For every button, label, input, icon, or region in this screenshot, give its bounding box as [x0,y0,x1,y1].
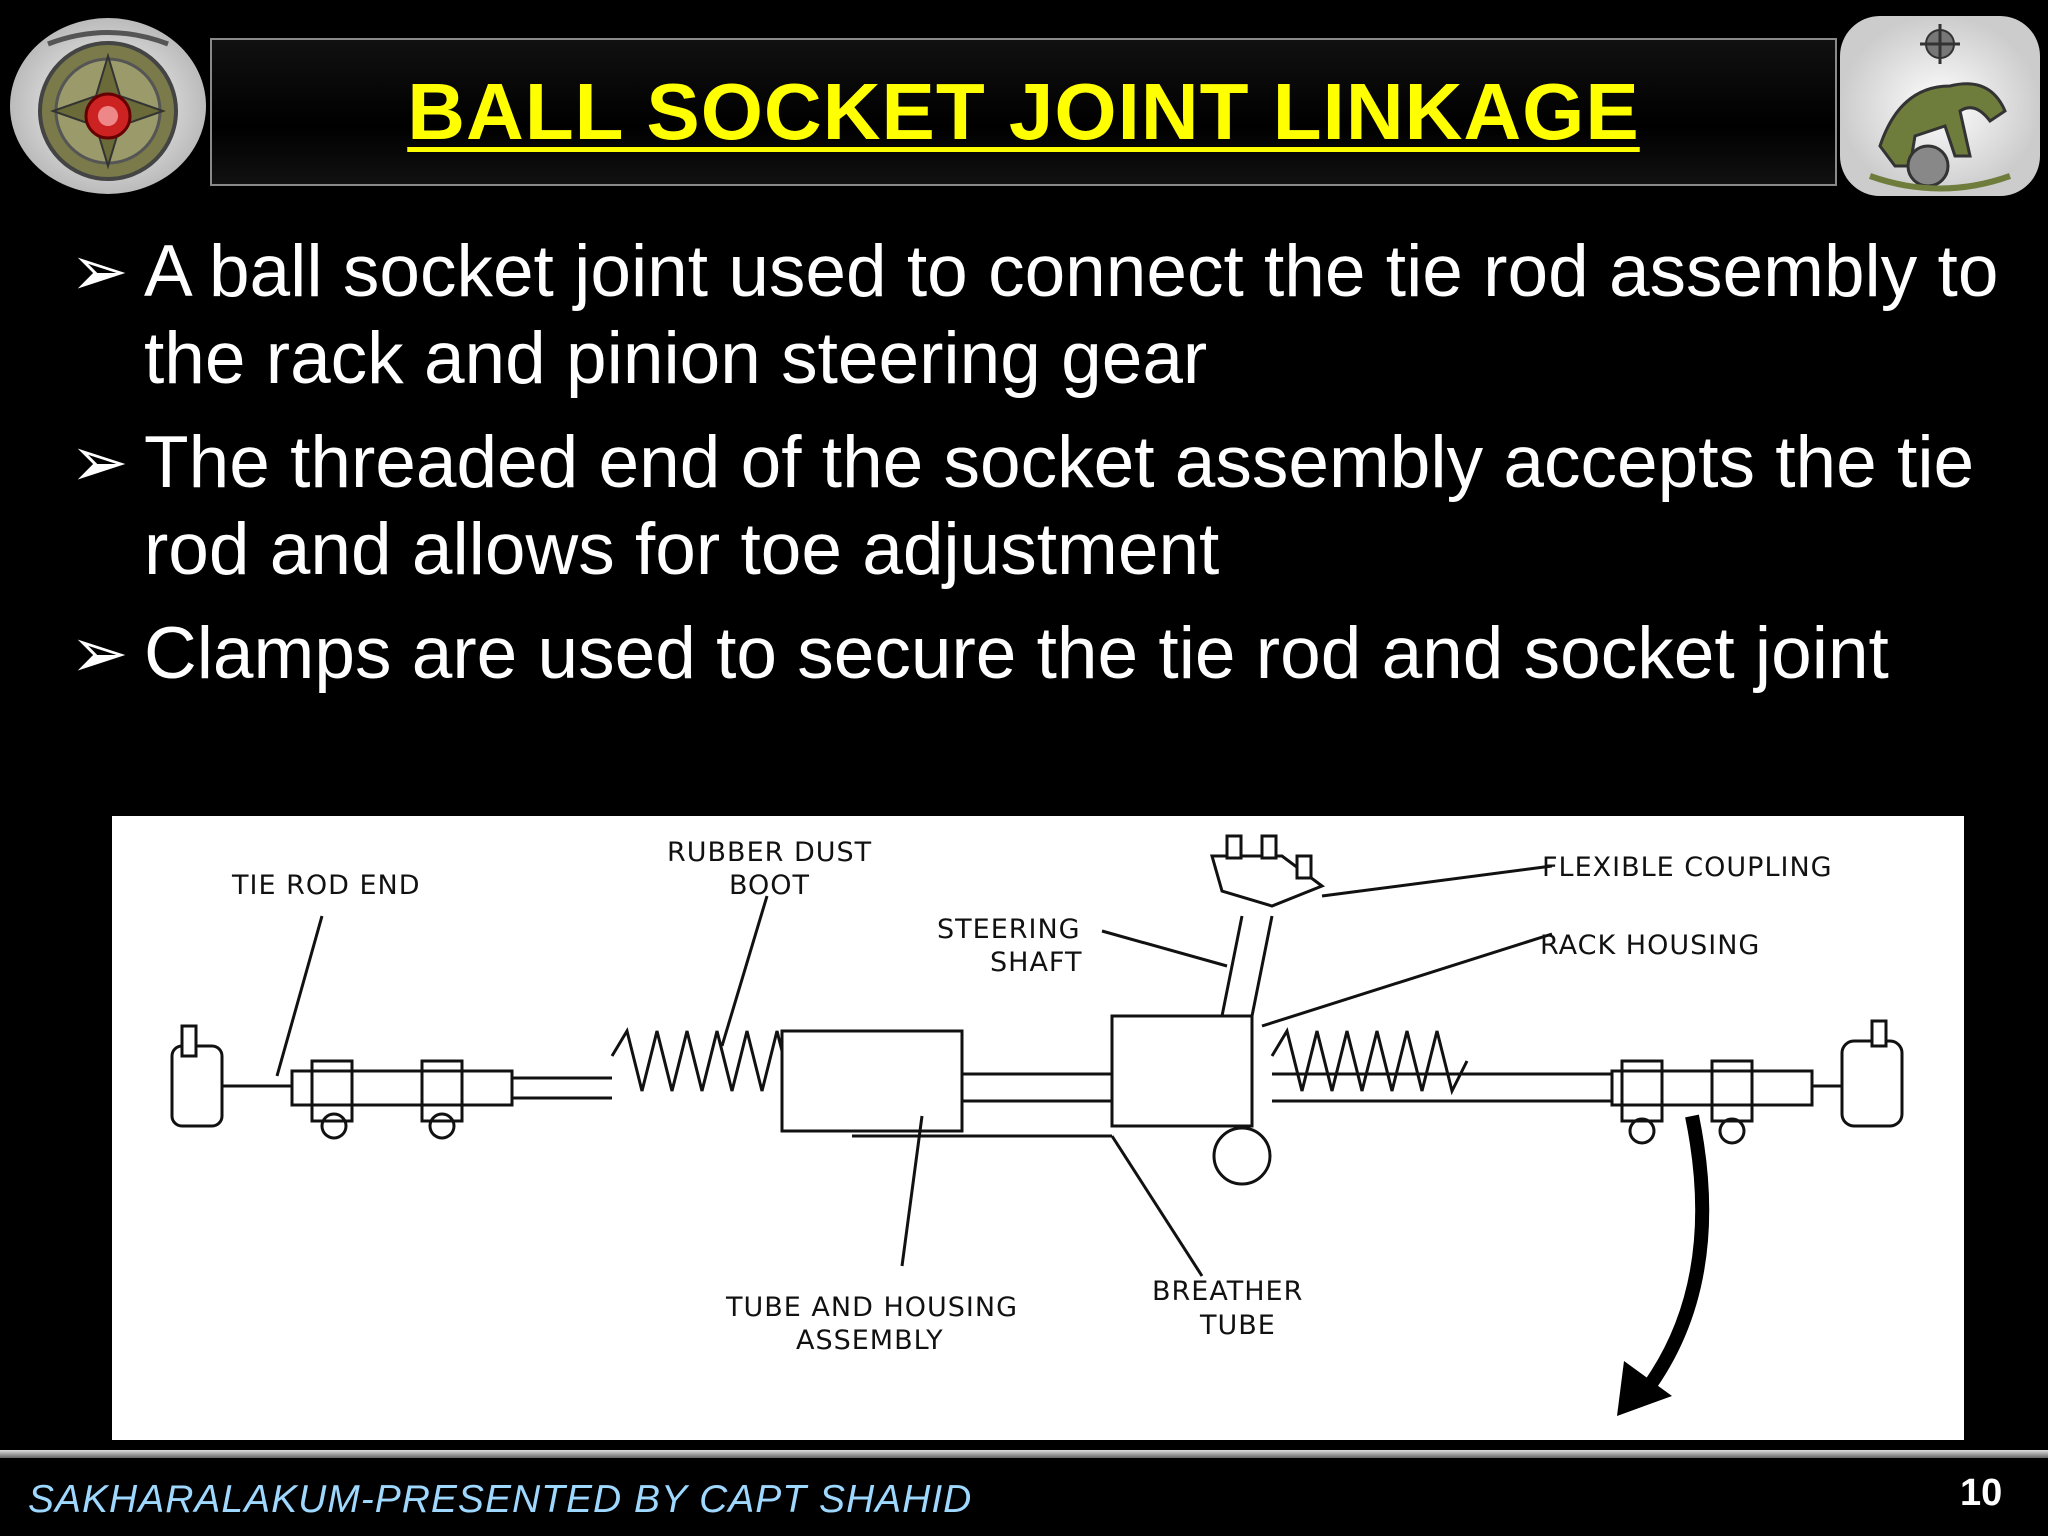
label-tube-housing-assembly: ASSEMBLY [796,1325,944,1356]
bullet-text: Clamps are used to secure the tie rod an… [144,613,1889,694]
steering-linkage-diagram: TIE ROD END RUBBER DUST BOOT STEERING SH… [112,816,1964,1440]
label-breather-tube: TUBE [1199,1310,1276,1341]
label-rubber-dust-boot: RUBBER DUST [667,837,872,868]
bullet-item: ➢ A ball socket joint used to connect th… [70,228,2000,402]
bullet-text: The threaded end of the socket assembly … [144,422,1975,590]
horse-regimental-badge-icon [1840,16,2040,196]
tie-rod-end-shape [170,1044,224,1128]
bullet-item: ➢ Clamps are used to secure the tie rod … [70,610,2000,697]
arrowhead-bullet-icon: ➢ [70,232,129,310]
label-rack-housing: RACK HOUSING [1540,930,1760,961]
crest-emblem-icon [8,16,208,196]
slide-title: BALL SOCKET JOINT LINKAGE [407,67,1640,156]
title-banner: BALL SOCKET JOINT LINKAGE [210,38,1837,186]
footer-divider [0,1450,2048,1458]
label-rubber-dust-boot: BOOT [729,870,810,901]
label-flexible-coupling: FLEXIBLE COUPLING [1542,852,1833,883]
label-steering-shaft: STEERING [937,914,1081,945]
label-breather-tube: BREATHER [1152,1276,1303,1307]
bullet-text: A ball socket joint used to connect the … [144,231,1999,399]
label-steering-shaft: SHAFT [990,947,1082,978]
label-tie-rod-end: TIE ROD END [231,870,421,901]
page-number: 10 [1960,1472,2003,1514]
bullet-item: ➢ The threaded end of the socket assembl… [70,419,2000,593]
arrowhead-bullet-icon: ➢ [70,423,129,501]
footer-presenter: SAKHARALAKUM-PRESENTED BY CAPT SHAHID [28,1478,973,1521]
bullet-list: ➢ A ball socket joint used to connect th… [70,228,2000,714]
arrowhead-bullet-icon: ➢ [70,614,129,692]
label-tube-housing-assembly: TUBE AND HOUSING [725,1292,1018,1323]
